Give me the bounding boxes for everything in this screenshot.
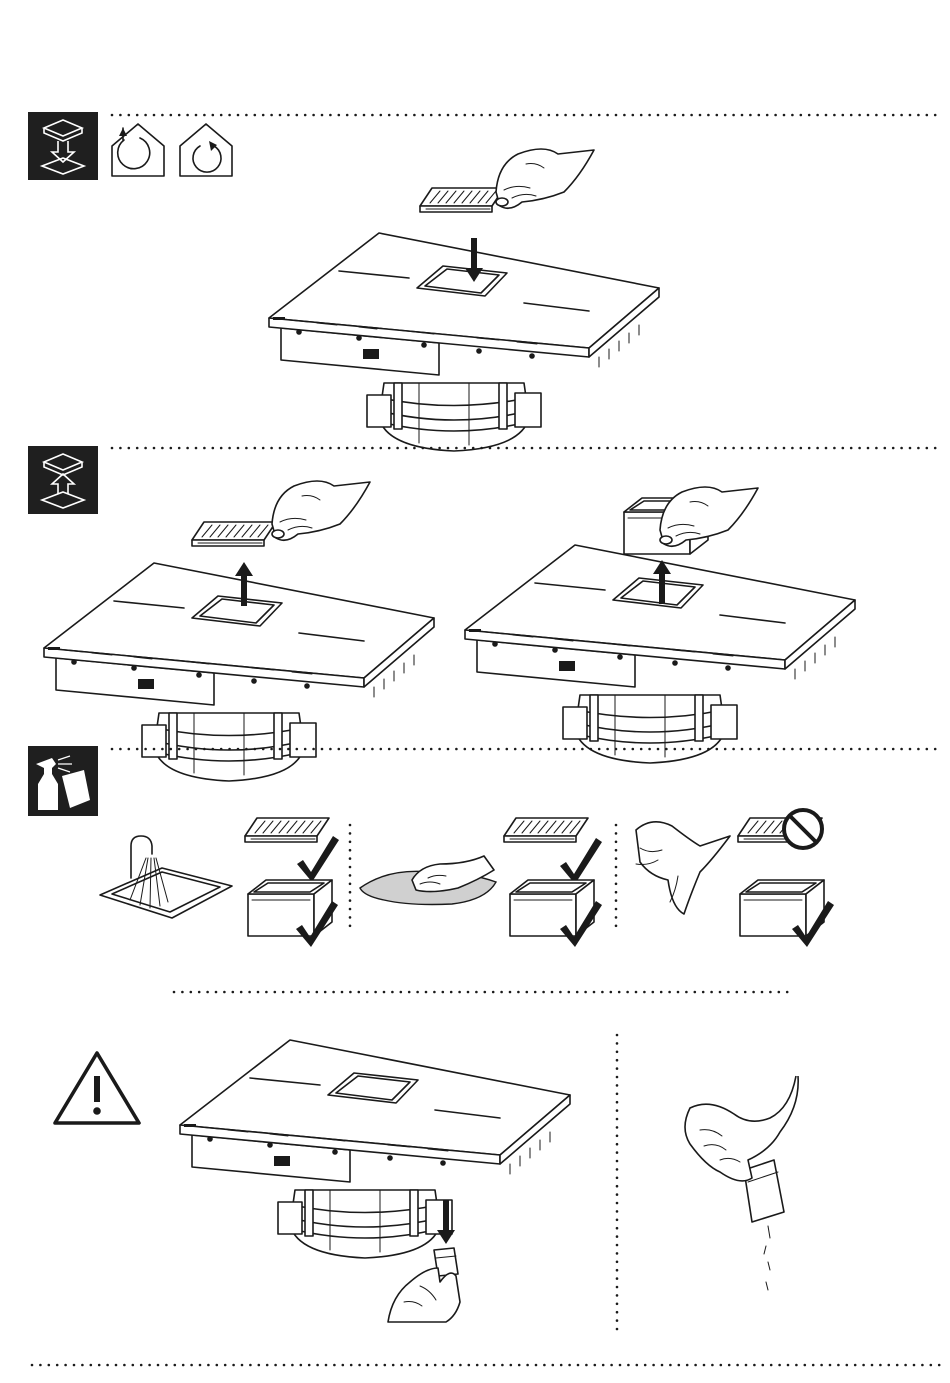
empty-collector-illustration <box>685 1076 798 1290</box>
grease-filter-grid <box>192 522 276 546</box>
hand <box>660 487 758 546</box>
recirculation-house-icon <box>112 124 164 176</box>
grease-filter-grid <box>245 818 329 842</box>
section-install <box>28 112 942 451</box>
clean-method-rinse <box>100 836 232 918</box>
recirculation-house-alt-icon <box>180 124 232 176</box>
section-cleaning <box>28 746 942 947</box>
liquid-drops <box>764 1226 770 1290</box>
hand <box>388 1268 460 1322</box>
filter-remove-icon <box>28 446 98 514</box>
cleaning-spray-icon <box>28 746 98 816</box>
check-icon-allowed <box>560 838 602 884</box>
hand <box>685 1076 798 1181</box>
filter-tray <box>740 880 824 936</box>
section-drain <box>55 992 798 1330</box>
clean-method-hands <box>636 822 730 914</box>
hand <box>272 481 370 540</box>
hand <box>496 149 594 208</box>
hand <box>636 822 730 914</box>
faucet-icon <box>131 836 152 878</box>
hob-illustration <box>180 1040 570 1258</box>
grease-filter-grid <box>420 188 504 212</box>
filter-insert-icon <box>28 112 98 180</box>
grease-filter-grid <box>504 818 588 842</box>
warning-triangle-icon <box>55 1053 139 1123</box>
prohibited-icon <box>784 810 822 848</box>
hob-illustration <box>269 233 659 451</box>
clean-method-wipe <box>360 856 496 905</box>
check-icon-allowed <box>297 836 339 882</box>
section-remove <box>28 446 942 781</box>
